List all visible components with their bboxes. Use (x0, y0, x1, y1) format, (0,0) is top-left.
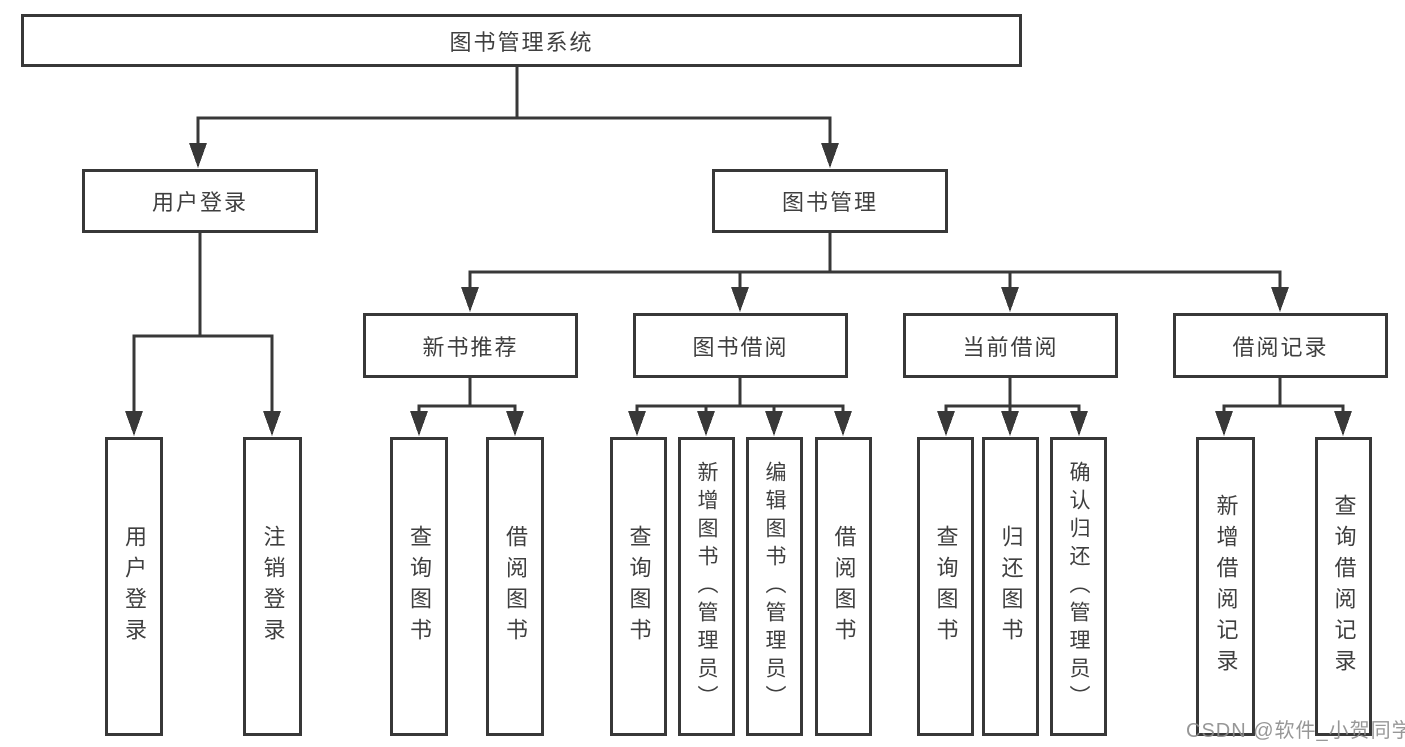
arrowhead-icon (731, 287, 749, 312)
arrowhead-icon (1334, 411, 1352, 436)
arrowhead-icon (1001, 411, 1019, 436)
arrowhead-icon (628, 411, 646, 436)
node-book-management-label: 图书管理 (781, 190, 878, 215)
leaf-nbr-query-books-label: 查询图书 (407, 524, 432, 649)
node-root-label: 图书管理系统 (449, 29, 594, 55)
leaf-logout: 注销登录 (243, 437, 302, 736)
leaf-br-query-record: 查询借阅记录 (1315, 437, 1372, 736)
arrowhead-icon (125, 411, 143, 436)
leaf-bb-query-books: 查询图书 (610, 437, 667, 736)
leaf-nbr-query-books: 查询图书 (390, 437, 448, 736)
leaf-nbr-borrow-books-label: 借阅图书 (503, 524, 528, 649)
arrowhead-icon (1271, 287, 1289, 312)
leaf-nbr-borrow-books: 借阅图书 (486, 437, 544, 736)
leaf-logout-label: 注销登录 (260, 524, 286, 649)
leaf-cb-query-books-label: 查询图书 (933, 524, 959, 649)
leaf-br-add-record: 新增借阅记录 (1196, 437, 1255, 736)
leaf-bb-query-books-label: 查询图书 (626, 524, 652, 649)
node-current-borrow-label: 当前借阅 (962, 334, 1059, 360)
arrowhead-icon (189, 143, 207, 168)
arrowhead-icon (506, 411, 524, 436)
leaf-bb-borrow-books-label: 借阅图书 (831, 524, 857, 649)
node-root: 图书管理系统 (21, 14, 1022, 67)
csdn-watermark: CSDN @软件_小贺同学 (1186, 720, 1405, 742)
leaf-cb-return-books-label: 归还图书 (998, 524, 1024, 649)
arrowhead-icon (697, 411, 715, 436)
leaf-bb-edit-books-admin-label: 编辑图书（管理员） (763, 460, 786, 713)
leaf-bb-edit-books-admin: 编辑图书（管理员） (746, 437, 803, 736)
leaf-cb-confirm-return-admin-label: 确认归还（管理员） (1067, 460, 1090, 713)
arrowhead-icon (834, 411, 852, 436)
leaf-bb-add-books-admin: 新增图书（管理员） (678, 437, 735, 736)
arrowhead-icon (937, 411, 955, 436)
arrowhead-icon (821, 143, 839, 168)
arrowhead-icon (461, 287, 479, 312)
node-user-login: 用户登录 (82, 169, 318, 233)
node-new-book-recommend-label: 新书推荐 (422, 334, 519, 360)
leaf-user-login-label: 用户登录 (122, 524, 147, 649)
arrowhead-icon (765, 411, 783, 436)
leaf-br-query-record-label: 查询借阅记录 (1331, 493, 1357, 680)
arrowhead-icon (1070, 411, 1088, 436)
leaf-br-add-record-label: 新增借阅记录 (1213, 493, 1239, 680)
leaf-cb-confirm-return-admin: 确认归还（管理员） (1050, 437, 1107, 736)
arrowhead-icon (1215, 411, 1233, 436)
node-book-borrow: 图书借阅 (633, 313, 848, 378)
leaf-bb-borrow-books: 借阅图书 (815, 437, 872, 736)
leaf-bb-add-books-admin-label: 新增图书（管理员） (695, 460, 718, 713)
arrowhead-icon (410, 411, 428, 436)
arrowhead-icon (263, 411, 281, 436)
node-borrow-records: 借阅记录 (1173, 313, 1388, 378)
node-user-login-label: 用户登录 (151, 190, 248, 215)
node-book-borrow-label: 图书借阅 (692, 334, 789, 360)
node-borrow-records-label: 借阅记录 (1232, 334, 1329, 360)
node-current-borrow: 当前借阅 (903, 313, 1118, 378)
node-new-book-recommend: 新书推荐 (363, 313, 578, 378)
leaf-cb-query-books: 查询图书 (917, 437, 974, 736)
leaf-cb-return-books: 归还图书 (982, 437, 1039, 736)
leaf-user-login: 用户登录 (105, 437, 163, 736)
node-book-management: 图书管理 (712, 169, 948, 233)
arrowhead-icon (1001, 287, 1019, 312)
